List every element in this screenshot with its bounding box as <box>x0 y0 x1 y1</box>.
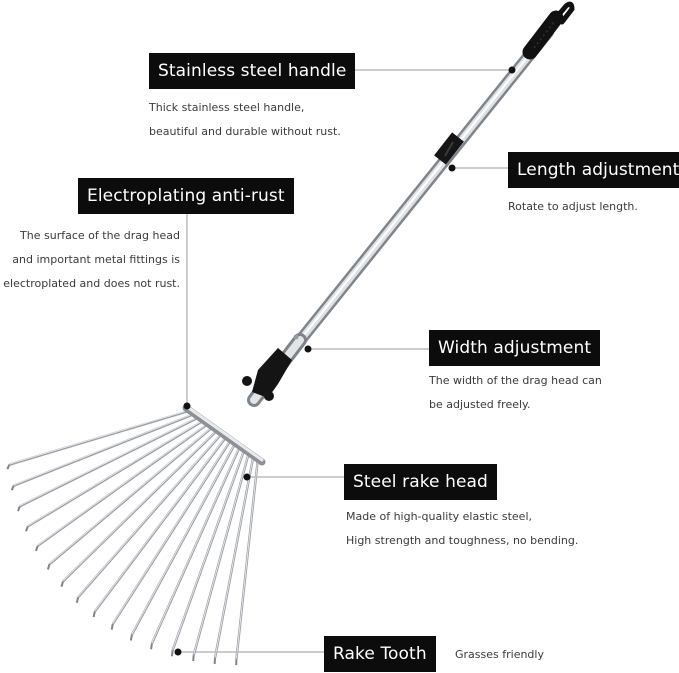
plating-label: Electroplating anti-rust <box>78 178 294 214</box>
handle-description: Thick stainless steel handle, beautiful … <box>149 96 341 144</box>
rake-tine-highlight <box>27 418 206 527</box>
head-label: Steel rake head <box>344 464 497 500</box>
rake-tine-highlight <box>151 444 241 644</box>
rake-tine-tip <box>129 634 133 641</box>
rake-tine <box>37 421 211 547</box>
width-description-line: The width of the drag head can <box>429 374 602 387</box>
width-connector <box>242 334 299 401</box>
rake-tine-highlight <box>19 415 201 507</box>
rake-tine <box>27 418 206 528</box>
rake-tine-tip <box>150 643 153 650</box>
rake-tine-highlight <box>214 454 254 658</box>
leader-dot-head <box>243 473 251 481</box>
leader-dot-plating <box>183 402 191 410</box>
rake-tine-tip <box>192 655 195 662</box>
rake-tine-highlight <box>77 431 224 597</box>
tooth-description-line: Grasses friendly <box>455 648 544 661</box>
rake-tine-tip <box>35 545 39 552</box>
rake-tine-tip <box>17 505 21 512</box>
rake-tine <box>19 415 202 508</box>
rake-tine-highlight <box>62 428 219 582</box>
length-description: Rotate to adjust length. <box>508 195 638 219</box>
rake-tine-tip <box>110 623 114 630</box>
leader-dot-handle <box>508 66 516 74</box>
handle-description-line: beautiful and durable without rust. <box>149 125 341 138</box>
rake-tine-tip <box>60 581 64 587</box>
rake-tine-highlight <box>236 457 259 659</box>
rake-tine-tip <box>10 485 15 491</box>
width-label: Width adjustment <box>429 330 601 366</box>
rake-tine-highlight <box>131 441 237 635</box>
head-description-line: Made of high-quality elastic steel, <box>346 510 532 523</box>
width-description-line: be adjusted freely. <box>429 398 531 411</box>
handle-description-line: Thick stainless steel handle, <box>149 101 305 114</box>
rake-tine-highlight <box>172 447 246 650</box>
head-description: Made of high-quality elastic steel, High… <box>346 505 578 553</box>
tooth-label: Rake Tooth <box>324 636 436 672</box>
length-description-line: Rotate to adjust length. <box>508 200 638 213</box>
leader-dot-tooth <box>174 648 182 656</box>
head-description-line: High strength and toughness, no bending. <box>346 534 579 547</box>
leader-dot-length <box>448 164 456 172</box>
length-label: Length adjustment <box>508 152 679 188</box>
rake-tine <box>48 425 215 566</box>
plating-description-line: The surface of the drag head <box>20 229 180 242</box>
rake-tine-tip <box>6 464 11 470</box>
rake-tines <box>6 408 260 666</box>
plating-description: The surface of the drag head and importa… <box>3 224 180 296</box>
rake-tine-tip <box>92 611 96 618</box>
leader-lines <box>178 69 512 653</box>
rake-crossbar <box>182 404 266 466</box>
handle-label: Stainless steel handle <box>149 53 356 89</box>
rake-tine-highlight <box>94 434 228 612</box>
rake-tine <box>13 412 197 487</box>
plating-description-line: and important metal fittings is <box>12 253 180 266</box>
rake-tine-tip <box>75 596 80 603</box>
rake-tine-highlight <box>9 409 193 465</box>
length-collar <box>434 132 464 165</box>
rake-tine-highlight <box>13 412 197 486</box>
rake-tine-highlight <box>49 425 215 564</box>
rake-tine <box>62 428 220 583</box>
tooth-description: Grasses friendly <box>455 643 544 667</box>
leader-dots <box>174 66 516 656</box>
width-description: The width of the drag head can be adjust… <box>429 369 602 417</box>
rake-tine-tip <box>170 650 174 657</box>
handle-grip <box>522 1 575 60</box>
rake-tine-highlight <box>112 437 232 624</box>
rake-tine <box>8 408 193 466</box>
plating-description-line: electroplated and does not rust. <box>3 277 180 290</box>
rake-tine-tip <box>46 563 51 570</box>
leader-dot-width <box>304 345 312 353</box>
rake-tine-highlight <box>37 421 210 546</box>
rake-tine-highlight <box>193 450 250 655</box>
rake-tine-tip <box>25 526 29 532</box>
